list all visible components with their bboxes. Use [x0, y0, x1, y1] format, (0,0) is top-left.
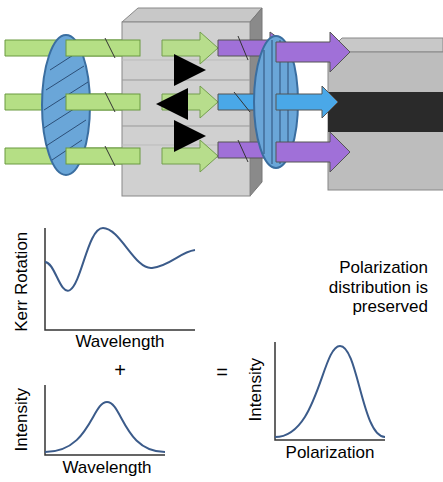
operator-symbol: +: [114, 359, 126, 382]
axis-label: Intensity: [246, 358, 266, 421]
chart: [45, 228, 385, 455]
axis-label: Intensity: [12, 388, 32, 451]
axis-label: Wavelength: [75, 332, 164, 352]
axis-label: Polarization: [286, 443, 375, 463]
note-text: Polarization distribution is preserved: [278, 258, 428, 317]
polarization-mark: [105, 36, 250, 166]
operator-symbol: =: [216, 361, 228, 384]
input-beam: [5, 32, 162, 172]
detector: [328, 38, 443, 190]
axis-label: Kerr Rotation: [12, 232, 32, 332]
axis-label: Wavelength: [62, 458, 151, 478]
magnetization-arrow: [164, 70, 198, 136]
